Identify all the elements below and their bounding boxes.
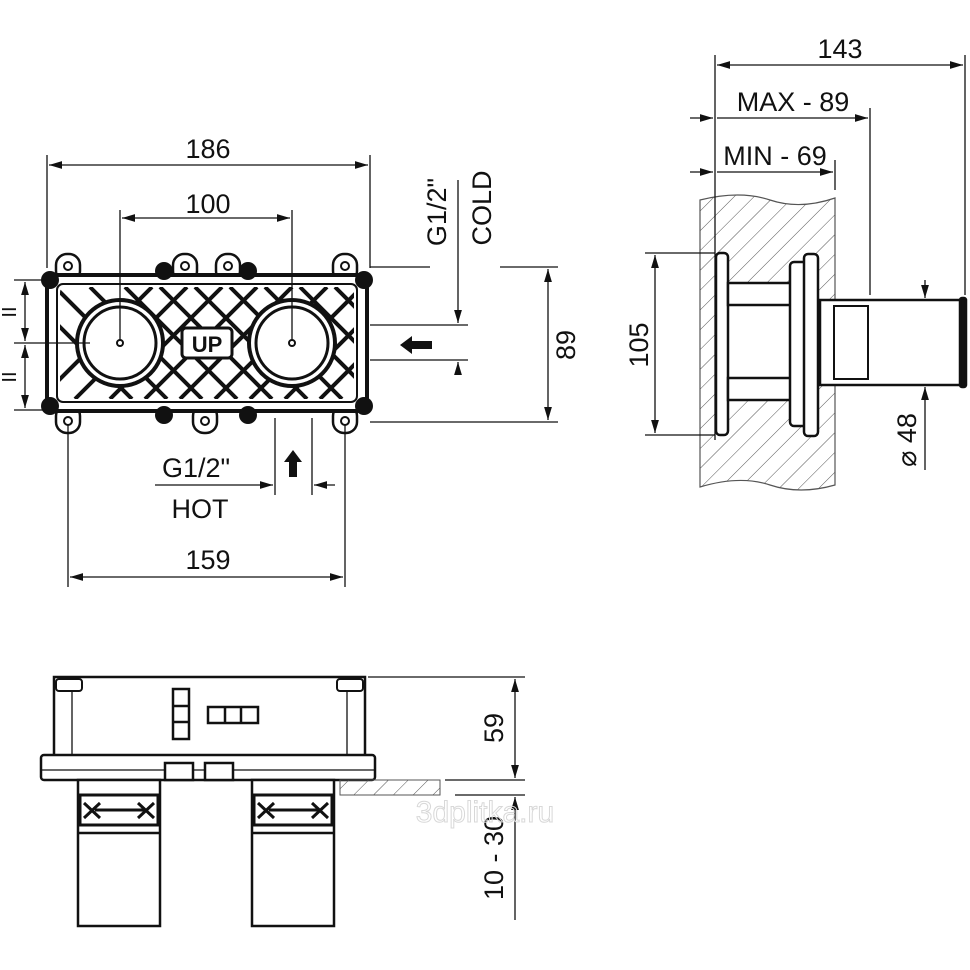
dim-body-height: 59 — [479, 713, 509, 743]
dim-width-total: 186 — [185, 134, 230, 164]
side-view: 143 MAX - 89 MIN - 69 105 ⌀ 48 — [624, 34, 968, 491]
cold-inlet-arrow-icon — [400, 336, 432, 354]
dim-centers: 100 — [185, 189, 230, 219]
hot-inlet-arrow-icon — [284, 450, 302, 477]
top-view: 59 10 - 30 — [39, 675, 525, 928]
dim-total-depth: 143 — [817, 34, 862, 64]
watermark: 3dplitka.ru — [416, 796, 554, 829]
equal-mark-bottom: II — [0, 371, 21, 382]
wall-finish-section — [339, 779, 441, 796]
equal-mark-top: II — [0, 306, 21, 317]
up-mark: UP — [192, 332, 223, 357]
dim-adjust: 10 - 30 — [479, 816, 509, 900]
hot-leg — [250, 778, 336, 928]
dim-max: MAX - 89 — [737, 87, 850, 117]
dim-diameter: ⌀ 48 — [892, 413, 922, 467]
screws — [41, 262, 373, 424]
dim-mount-width: 159 — [185, 545, 230, 575]
dim-min: MIN - 69 — [723, 141, 827, 171]
dim-height: 89 — [551, 330, 581, 360]
hot-port — [247, 298, 337, 388]
up-badge — [180, 326, 234, 360]
dim-flange-height: 105 — [624, 322, 654, 367]
cold-size-label: G1/2" — [422, 178, 452, 246]
front-view: UP 186 100 15 — [0, 134, 581, 587]
valve-body — [714, 251, 968, 438]
hot-label: HOT — [172, 494, 229, 524]
cold-label: COLD — [467, 170, 497, 245]
hot-size-label: G1/2" — [162, 453, 230, 483]
cold-leg — [76, 778, 162, 928]
